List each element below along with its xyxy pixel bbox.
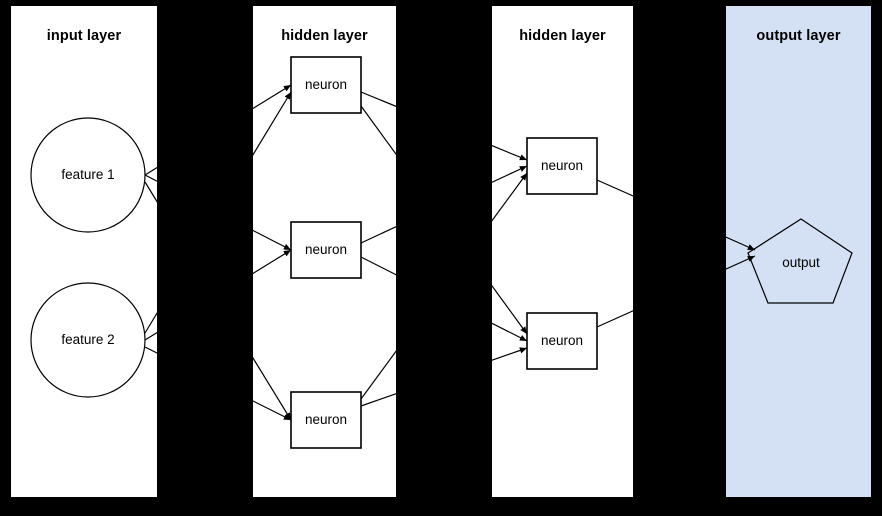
node-label-h1-neuron-3: neuron bbox=[304, 412, 348, 427]
layer-panel-hidden-2 bbox=[492, 6, 633, 497]
node-label-feature-1: feature 1 bbox=[61, 167, 115, 182]
layer-panel-output bbox=[726, 6, 871, 497]
layer-title-hidden-2: hidden layer bbox=[519, 28, 606, 44]
layer-title-output: output layer bbox=[756, 28, 841, 44]
node-label-h2-neuron-1: neuron bbox=[540, 158, 584, 173]
layer-panel-input bbox=[11, 6, 157, 497]
node-label-h1-neuron-1: neuron bbox=[304, 77, 348, 92]
layer-title-hidden-1: hidden layer bbox=[281, 28, 368, 44]
node-label-h1-neuron-2: neuron bbox=[304, 242, 348, 257]
layer-title-input: input layer bbox=[46, 28, 122, 44]
node-label-h2-neuron-2: neuron bbox=[540, 333, 584, 348]
node-label-feature-2: feature 2 bbox=[61, 332, 115, 347]
node-label-output: output bbox=[782, 255, 820, 270]
